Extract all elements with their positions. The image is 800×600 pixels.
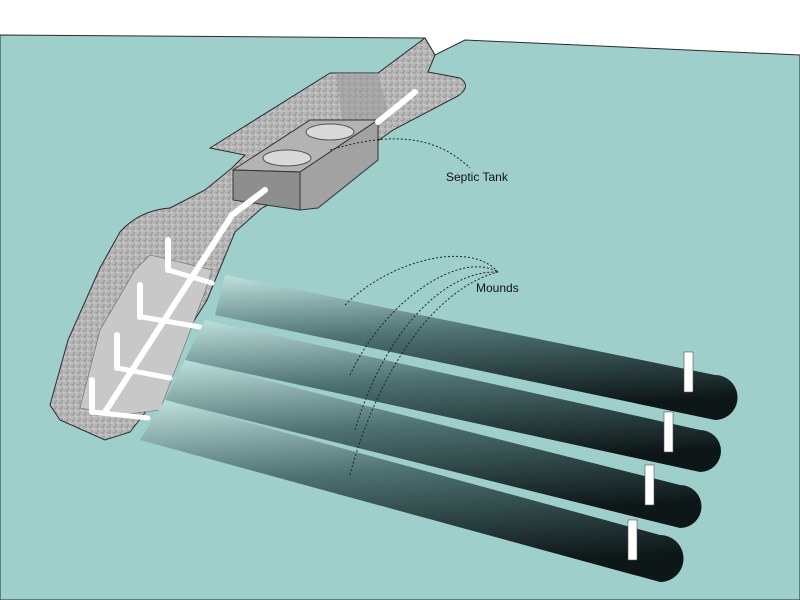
lateral-connector-4 (89, 409, 151, 421)
lateral-connector-1 (165, 267, 215, 286)
mounds-label: Mounds (476, 281, 519, 295)
inspection-pipe-2 (663, 411, 674, 453)
septic-tank-leader (329, 138, 471, 169)
tank-lid-left (262, 149, 312, 167)
outlet-pipe (229, 187, 268, 218)
inspection-pipe-1 (683, 351, 694, 393)
pipe-network (89, 89, 418, 421)
mound-2 (165, 360, 702, 528)
septic-tank-label: Septic Tank (446, 170, 508, 184)
mounds-leader-3 (354, 271, 499, 431)
mound-4 (215, 275, 738, 420)
inspection-pipe-3 (644, 464, 655, 506)
leader-lines (329, 138, 499, 476)
mound-1 (140, 400, 684, 582)
inspection-pipe-4 (627, 519, 638, 561)
lateral-connector-3 (114, 365, 173, 381)
lateral-connector-2 (139, 314, 203, 330)
header-pipe (102, 212, 235, 415)
mounds-leader-4 (349, 271, 499, 476)
tank-lid-right (305, 123, 355, 141)
mound-3 (185, 320, 721, 472)
inlet-pipe (375, 89, 418, 125)
